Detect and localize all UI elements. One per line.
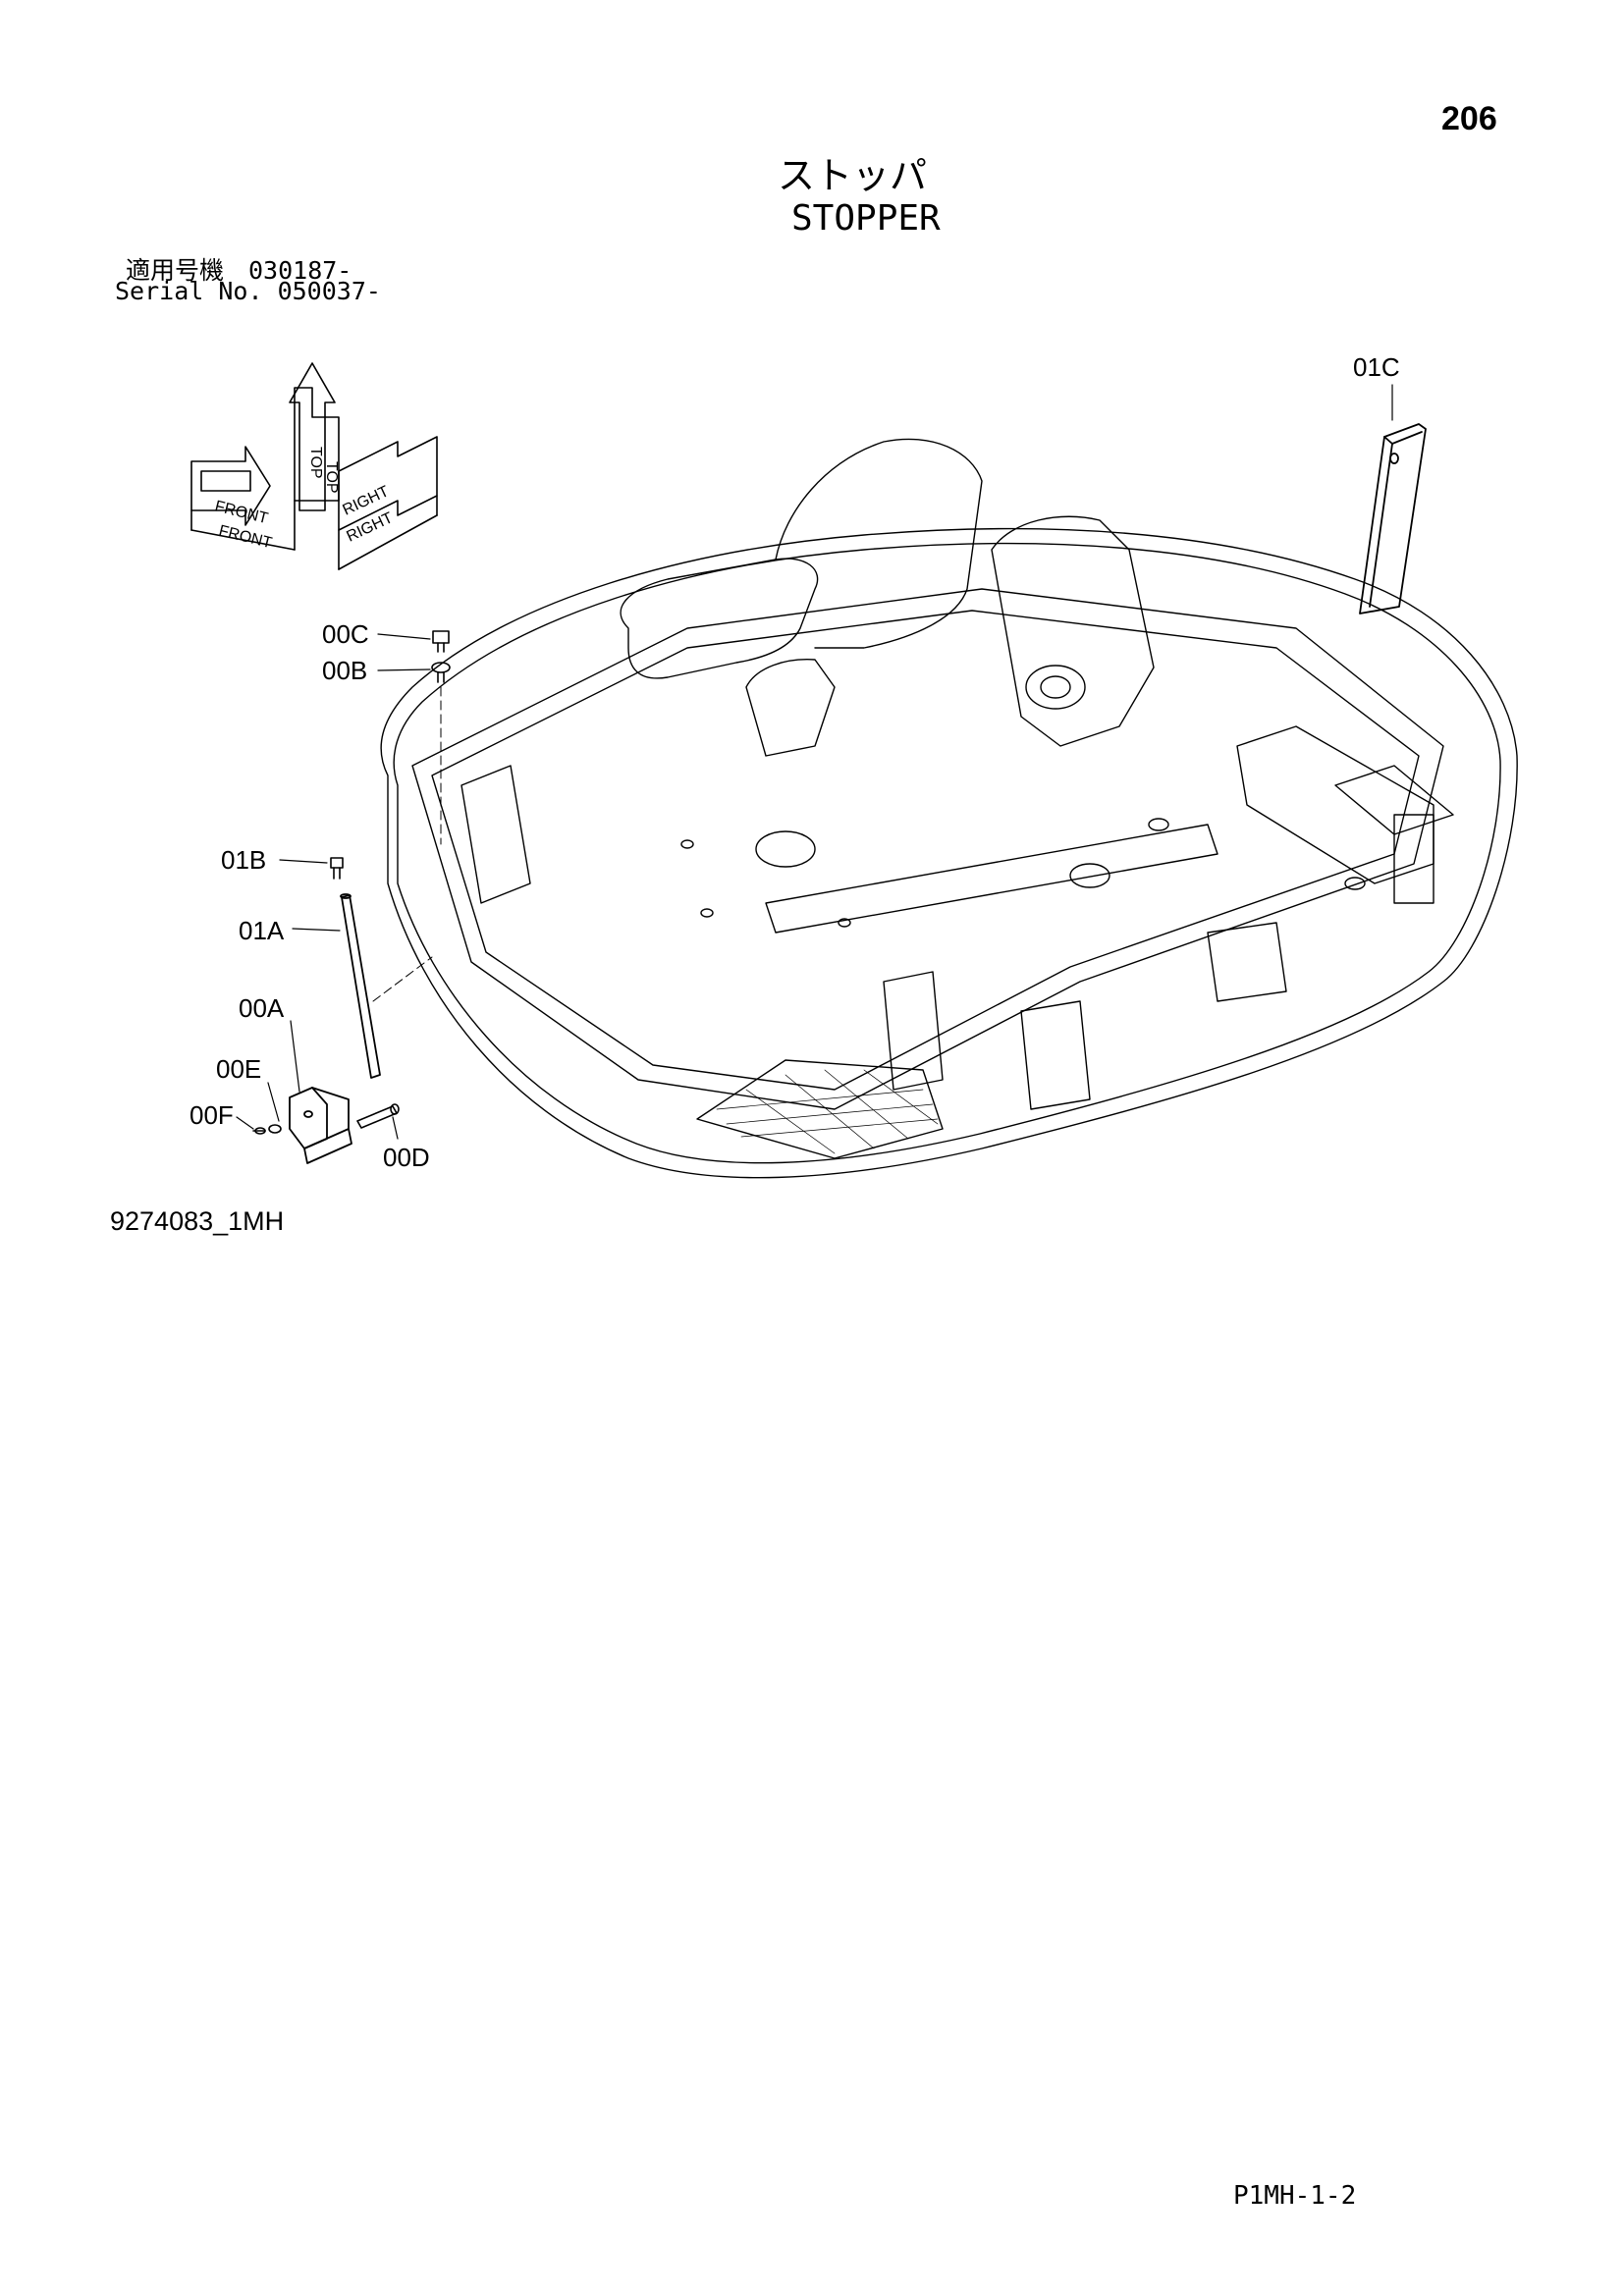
orientation-indicator-icon: [190, 362, 438, 570]
part-01b-bolt-icon: [330, 857, 344, 880]
orientation-top-label-right: TOP: [323, 461, 340, 494]
callout-00f: 00F: [189, 1100, 234, 1130]
page-title-japanese: ストッパ: [778, 154, 928, 197]
callout-01a: 01A: [239, 916, 285, 945]
callout-leader-lines: [236, 384, 1393, 1140]
callout-00a: 00A: [239, 993, 285, 1023]
page-title-english: STOPPER: [791, 198, 941, 239]
figure-id: 9274083_1MH: [110, 1206, 284, 1236]
footer-code: P1MH-1-2: [1233, 2181, 1357, 2211]
callout-01b: 01B: [221, 845, 266, 875]
part-00e-washer-icon: [268, 1124, 282, 1134]
orientation-top-label: TOP: [307, 447, 324, 479]
serial-range-japanese: 適用号機 030187-: [126, 256, 352, 285]
part-00c-bolt-icon: [432, 630, 450, 653]
part-00d-pin-icon: [356, 1103, 400, 1129]
page-number: 206: [1441, 100, 1497, 137]
upper-frame-drawing: [380, 438, 1518, 1179]
parts-diagram: FRONT FRONT TOP TOP RIGHT RIGHT: [110, 352, 1518, 1236]
callout-00c: 00C: [322, 619, 369, 649]
callout-01c: 01C: [1353, 352, 1400, 382]
callout-00b: 00B: [322, 656, 367, 685]
callout-00d: 00D: [383, 1143, 430, 1172]
serial-range-english: Serial No. 050037-: [115, 277, 381, 305]
part-00f-pin-icon: [252, 1127, 266, 1135]
part-00a-bracket-icon: [289, 1087, 352, 1164]
callout-00e: 00E: [216, 1054, 261, 1084]
part-01a-rod-icon: [340, 893, 381, 1079]
part-00b-washer-icon: [431, 662, 451, 683]
part-01c-stopper-pad-icon: [1359, 423, 1427, 614]
